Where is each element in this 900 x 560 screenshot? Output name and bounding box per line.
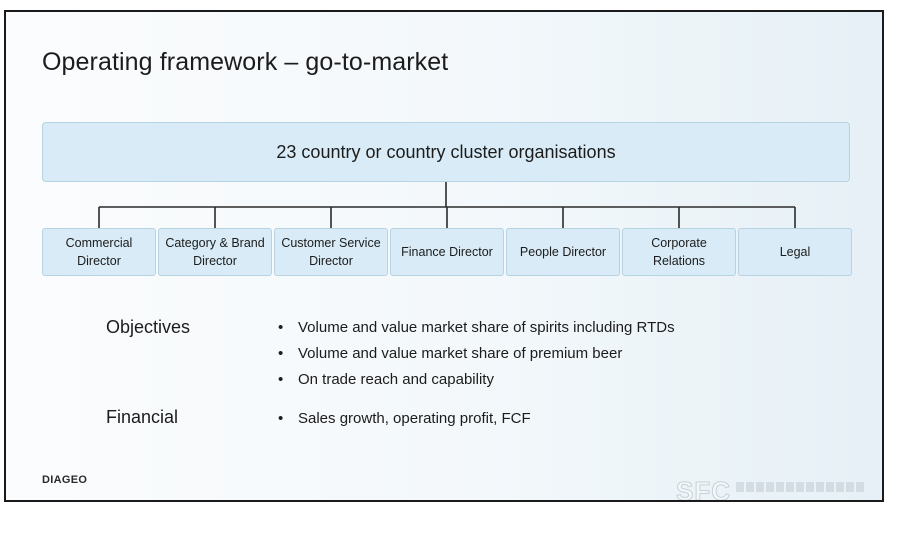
role-corporate-relations: Corporate Relations [622,228,736,276]
slide-title: Operating framework – go-to-market [42,48,449,76]
watermark-subtext [736,482,866,492]
slide: Operating framework – go-to-market 23 co… [4,10,884,502]
objectives-label: Objectives [106,317,191,337]
objective-item: Volume and value market share of spirits… [276,315,675,341]
role-customer-service-director: Customer Service Director [274,228,388,276]
role-finance-director: Finance Director [390,228,504,276]
role-people-director: People Director [506,228,620,276]
financial-item: Sales growth, operating profit, FCF [276,406,531,432]
org-connectors [98,182,796,228]
diageo-logo: DIAGEO [42,474,88,486]
financial-label: Financial [106,407,179,427]
country-organisations-box: 23 country or country cluster organisati… [42,122,850,182]
sfc-watermark: SFC [676,476,876,502]
objectives-list: Volume and value market share of spirits… [276,315,675,393]
role-category-brand-director: Category & Brand Director [158,228,272,276]
objective-item: On trade reach and capability [276,367,675,393]
objective-item: Volume and value market share of premium… [276,341,675,367]
role-legal: Legal [738,228,852,276]
watermark-text: SFC [676,476,731,502]
financial-list: Sales growth, operating profit, FCF [276,406,531,432]
country-organisations-label: 23 country or country cluster organisati… [276,141,616,162]
role-commercial-director: Commercial Director [42,228,156,276]
